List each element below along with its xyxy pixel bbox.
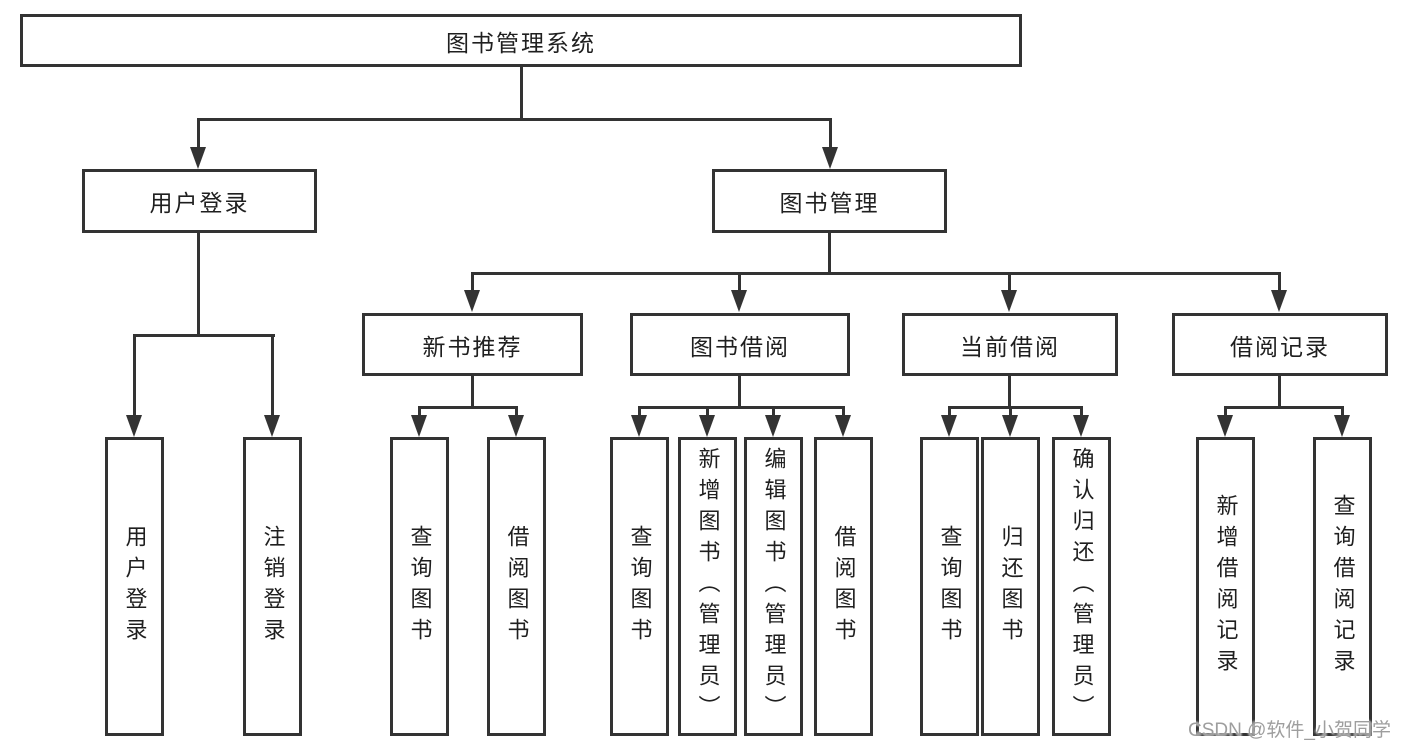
leaf-edit-book-admin: 编辑图书（管理员） — [744, 437, 803, 736]
arrow-down-icon — [411, 415, 427, 437]
arrow-down-icon — [1271, 290, 1287, 312]
leaf-borrow-book-recommend-label: 借阅图书 — [504, 524, 530, 649]
node-current-borrow-label: 当前借阅 — [960, 333, 1060, 360]
leaf-query-book-borrow-label: 查询图书 — [627, 524, 653, 649]
leaf-logout-login: 注销登录 — [243, 437, 302, 736]
node-book-management: 图书管理 — [712, 169, 947, 233]
node-borrow-record-label: 借阅记录 — [1230, 333, 1330, 360]
connector-line — [706, 406, 709, 418]
arrow-down-icon — [822, 147, 838, 169]
node-root-label: 图书管理系统 — [446, 29, 596, 56]
node-new-book-recommend-label: 新书推荐 — [422, 333, 523, 360]
leaf-add-borrow-record-label: 新增借阅记录 — [1213, 493, 1239, 680]
leaf-add-book-admin: 新增图书（管理员） — [678, 437, 737, 736]
connector-line — [1008, 272, 1011, 294]
connector-line — [471, 376, 474, 409]
arrow-down-icon — [941, 415, 957, 437]
connector-line — [197, 118, 832, 121]
arrow-down-icon — [699, 415, 715, 437]
arrow-down-icon — [190, 147, 206, 169]
arrow-down-icon — [1073, 415, 1089, 437]
connector-line — [948, 406, 1083, 409]
leaf-query-book-current: 查询图书 — [920, 437, 979, 736]
connector-line — [1278, 272, 1281, 294]
connector-line — [738, 376, 741, 409]
connector-line — [638, 406, 845, 409]
leaf-borrow-book-borrow: 借阅图书 — [814, 437, 873, 736]
leaf-return-book-label: 归还图书 — [998, 524, 1024, 649]
arrow-down-icon — [765, 415, 781, 437]
connector-line — [197, 118, 200, 151]
leaf-query-borrow-record: 查询借阅记录 — [1313, 437, 1372, 736]
connector-line — [471, 272, 1281, 275]
connector-line — [418, 406, 421, 418]
leaf-query-borrow-record-label: 查询借阅记录 — [1330, 493, 1356, 680]
connector-line — [1278, 376, 1281, 409]
arrow-down-icon — [1217, 415, 1233, 437]
arrow-down-icon — [731, 290, 747, 312]
leaf-query-book-recommend: 查询图书 — [390, 437, 449, 736]
node-user-login-label: 用户登录 — [149, 190, 250, 216]
arrow-down-icon — [464, 290, 480, 312]
arrow-down-icon — [264, 415, 280, 437]
arrow-down-icon — [835, 415, 851, 437]
node-new-book-recommend: 新书推荐 — [362, 313, 583, 376]
leaf-user-login: 用户登录 — [105, 437, 164, 736]
connector-line — [828, 233, 831, 275]
leaf-borrow-book-borrow-label: 借阅图书 — [831, 524, 857, 649]
leaf-logout-login-label: 注销登录 — [260, 524, 286, 649]
arrow-down-icon — [1334, 415, 1350, 437]
connector-line — [133, 334, 136, 418]
leaf-user-login-label: 用户登录 — [122, 524, 148, 649]
node-book-borrow: 图书借阅 — [630, 313, 850, 376]
connector-line — [515, 406, 518, 418]
arrow-down-icon — [631, 415, 647, 437]
connector-line — [829, 118, 832, 151]
arrow-down-icon — [1001, 290, 1017, 312]
watermark-text: CSDN @软件_小贺同学 — [1188, 720, 1391, 741]
leaf-add-borrow-record: 新增借阅记录 — [1196, 437, 1255, 736]
leaf-add-book-admin-label: 新增图书（管理员） — [695, 447, 721, 726]
connector-line — [1224, 406, 1227, 418]
leaf-edit-book-admin-label: 编辑图书（管理员） — [761, 447, 787, 726]
node-book-borrow-label: 图书借阅 — [690, 333, 790, 360]
leaf-return-book: 归还图书 — [981, 437, 1040, 736]
connector-line — [271, 334, 274, 418]
connector-line — [738, 272, 741, 294]
connector-line — [133, 334, 275, 337]
leaf-query-book-current-label: 查询图书 — [937, 524, 963, 649]
arrow-down-icon — [126, 415, 142, 437]
node-root: 图书管理系统 — [20, 14, 1022, 67]
node-user-login: 用户登录 — [82, 169, 317, 233]
node-book-management-label: 图书管理 — [779, 190, 880, 216]
leaf-query-book-recommend-label: 查询图书 — [407, 524, 433, 649]
connector-line — [1008, 376, 1011, 409]
node-borrow-record: 借阅记录 — [1172, 313, 1388, 376]
connector-line — [948, 406, 951, 418]
connector-line — [638, 406, 641, 418]
connector-line — [1224, 406, 1344, 409]
connector-line — [842, 406, 845, 418]
connector-line — [1341, 406, 1344, 418]
connector-line — [1009, 406, 1012, 418]
connector-line — [418, 406, 518, 409]
connector-line — [772, 406, 775, 418]
node-current-borrow: 当前借阅 — [902, 313, 1118, 376]
connector-line — [1080, 406, 1083, 418]
arrow-down-icon — [508, 415, 524, 437]
arrow-down-icon — [1002, 415, 1018, 437]
leaf-query-book-borrow: 查询图书 — [610, 437, 669, 736]
connector-line — [520, 67, 523, 120]
leaf-confirm-return-admin: 确认归还（管理员） — [1052, 437, 1111, 736]
leaf-confirm-return-admin-label: 确认归还（管理员） — [1069, 447, 1095, 726]
connector-line — [197, 233, 200, 337]
connector-line — [471, 272, 474, 294]
leaf-borrow-book-recommend: 借阅图书 — [487, 437, 546, 736]
